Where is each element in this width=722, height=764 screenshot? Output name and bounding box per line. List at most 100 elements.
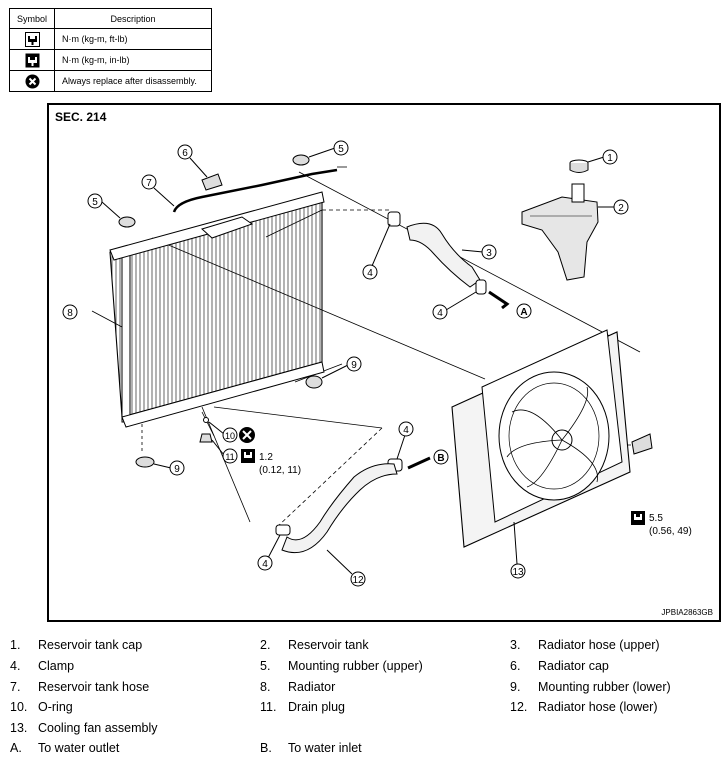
part-label: Radiator cap [538, 659, 609, 673]
reservoir-tank-cap [569, 159, 589, 173]
part-label: Mounting rubber (lower) [538, 680, 671, 694]
torque-wrench-small-icon [241, 449, 255, 463]
part-label: Radiator [288, 680, 336, 694]
part-number: 3. [510, 638, 521, 652]
callout-label: 1 [607, 153, 613, 164]
part-number: 2. [260, 638, 271, 652]
part-label: Radiator hose (upper) [538, 638, 660, 652]
callout-label: 9 [351, 360, 357, 371]
part-number: 4. [10, 659, 21, 673]
callout-3: 3 [461, 244, 497, 260]
callout-6: 6 [177, 144, 208, 178]
callout-label: 9 [174, 464, 180, 475]
callout-label: 4 [367, 268, 373, 279]
part-item: B. To water inlet [260, 741, 362, 755]
callout-label: 5 [338, 144, 344, 155]
callout-8: 8 [62, 304, 78, 320]
part-label: Reservoir tank cap [38, 638, 143, 652]
section-title: SEC. 214 [55, 110, 107, 124]
part-label: Drain plug [288, 700, 345, 714]
upper-radiator-hose [406, 222, 481, 288]
part-number: 7. [10, 680, 21, 694]
part-number: 10. [10, 700, 28, 714]
callout-13: 13 [510, 521, 526, 579]
part-label: Reservoir tank hose [38, 680, 150, 694]
callout-4b: 4 [432, 291, 477, 320]
callout-label: 3 [486, 248, 492, 259]
callout-label: 8 [67, 308, 73, 319]
callout-4d: 4 [257, 534, 281, 571]
symbol-legend-row: N·m (kg-m, ft-lb) [9, 28, 212, 50]
torque-spec-fan-assembly: 5.5 (0.56, 49) [631, 511, 692, 537]
part-item: 10.O-ring [10, 700, 73, 714]
torque-wrench-small-icon [631, 511, 645, 525]
torque-wrench-icon [24, 31, 40, 47]
part-item: 12. Radiator hose (lower) [510, 700, 658, 714]
part-item: 3. Radiator hose (upper) [510, 638, 660, 652]
callout-7: 7 [141, 174, 175, 207]
torque-spec-drain-plug: 1.2 (0.12, 11) [241, 449, 301, 476]
torque-wrench-small-icon [25, 53, 39, 67]
part-item: 1.Reservoir tank cap [10, 638, 142, 652]
callout-label: 5 [92, 197, 98, 208]
callout-label: 6 [182, 148, 188, 159]
callout-10: 10 [208, 421, 238, 443]
part-number: A. [10, 741, 22, 755]
symbol-legend-header: Symbol Description [9, 8, 212, 29]
exploded-view-diagram: 1 2 3 4 4 [47, 103, 721, 622]
callout-5b: 5 [308, 140, 349, 158]
callout-label: A [520, 307, 527, 318]
part-label: Radiator hose (lower) [538, 700, 658, 714]
part-label: Cooling fan assembly [38, 721, 158, 735]
lower-radiator-hose [281, 463, 398, 554]
symbol-legend-row: N·m (kg-m, in-lb) [9, 49, 212, 71]
callout-11: 11 [211, 439, 238, 464]
part-number: 12. [510, 700, 528, 714]
mounting-rubbers [118, 154, 323, 468]
part-number: B. [260, 741, 272, 755]
torque-value: 5.5 [649, 513, 663, 524]
part-item: 6.Radiator cap [510, 659, 609, 673]
callouts: 1 2 3 4 4 [62, 140, 629, 587]
callout-B: B [433, 449, 449, 465]
radiator [109, 191, 325, 428]
callout-4c: 4 [396, 421, 414, 460]
part-number: 11. [260, 700, 277, 714]
callout-A: A [516, 303, 532, 319]
callout-label: 12 [352, 575, 364, 586]
arrow-to-water-outlet [488, 290, 510, 310]
cooling-fan-assembly [451, 329, 653, 548]
callout-label: 4 [403, 425, 409, 436]
callout-5a: 5 [87, 193, 121, 219]
always-replace-icon [239, 427, 255, 443]
callout-1: 1 [587, 149, 618, 165]
description-column-header: Description [54, 8, 212, 29]
torque-detail: (0.12, 11) [259, 465, 301, 476]
callout-2: 2 [598, 199, 629, 215]
part-label: To water outlet [38, 741, 120, 755]
drain-plug [199, 433, 213, 443]
callout-9a: 9 [321, 356, 362, 379]
callout-label: 4 [262, 559, 268, 570]
symbol-description: N·m (kg-m, in-lb) [54, 49, 212, 71]
symbol-column-header: Symbol [9, 8, 55, 29]
part-label: To water inlet [288, 741, 362, 755]
callout-12: 12 [326, 549, 366, 587]
part-label: Clamp [38, 659, 75, 673]
part-number: 5. [260, 659, 271, 673]
part-item: 9.Mounting rubber (lower) [510, 680, 671, 694]
callout-4a: 4 [362, 223, 391, 280]
part-item: 7. Reservoir tank hose [10, 680, 149, 694]
part-number: 13. [10, 721, 28, 735]
part-item: 4. Clamp [10, 659, 74, 673]
torque-value: 1.2 [259, 452, 273, 463]
part-item: A. To water outlet [10, 741, 119, 755]
part-label: Reservoir tank [288, 638, 369, 652]
always-replace-icon [25, 74, 39, 88]
part-label: Mounting rubber (upper) [288, 659, 423, 673]
figure-reference-code: JPBIA2863GB [661, 608, 713, 617]
callout-label: 4 [437, 308, 443, 319]
diagram-drawing: 1 2 3 4 4 [62, 140, 692, 587]
clamps [275, 211, 487, 536]
callout-label: 10 [225, 431, 235, 441]
